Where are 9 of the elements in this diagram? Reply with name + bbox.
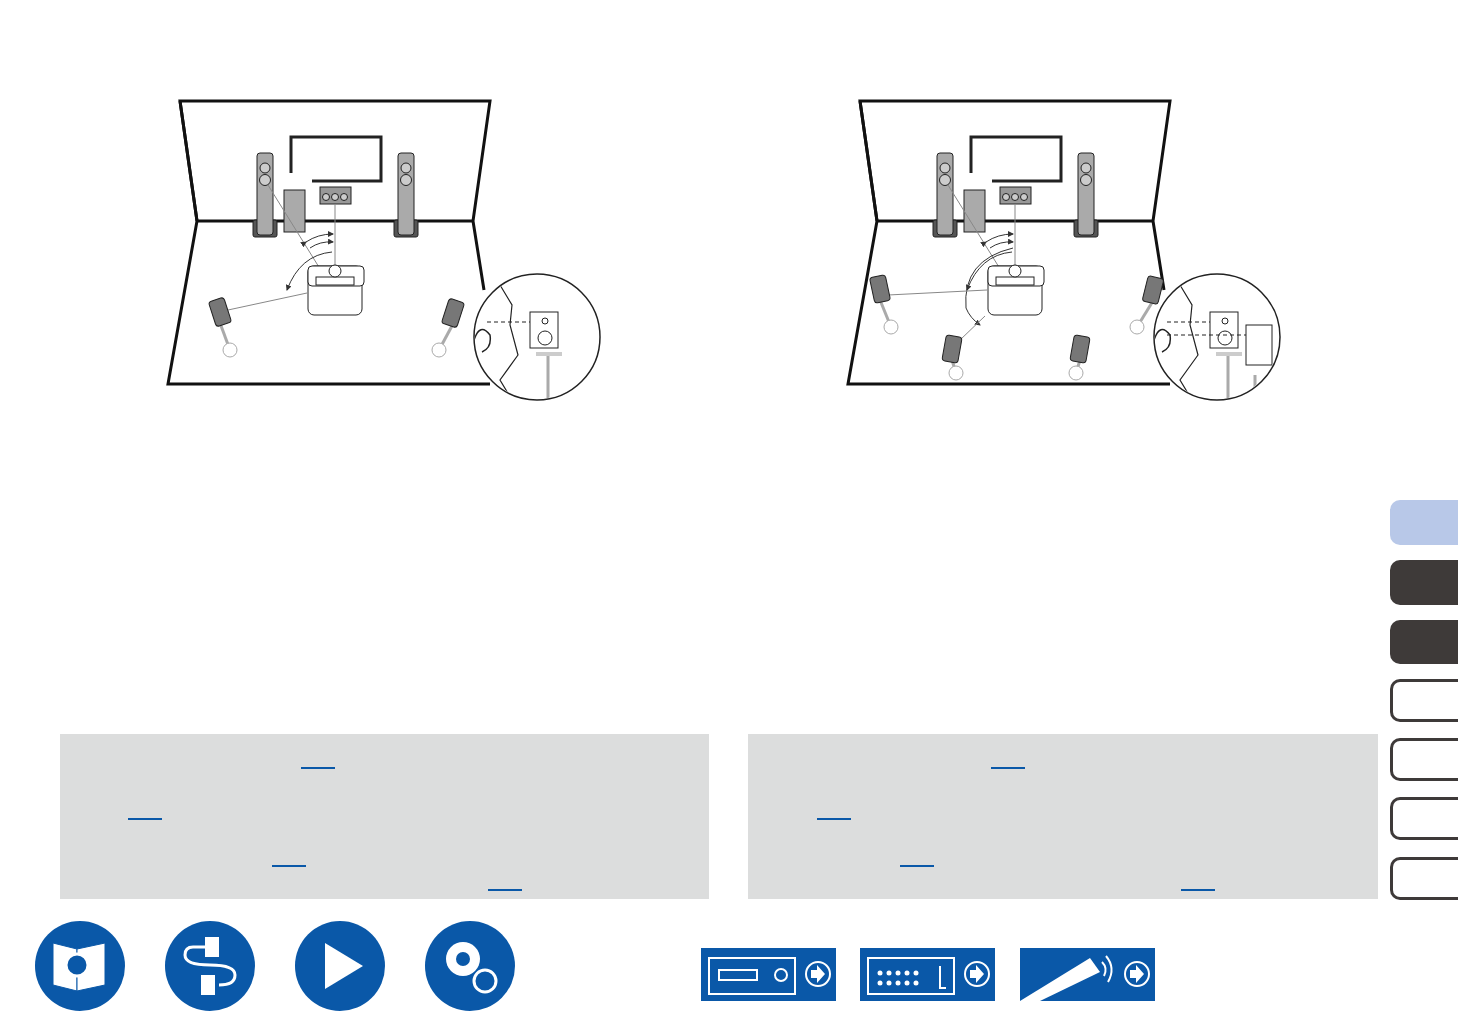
side-tab [1390, 797, 1458, 840]
side-tab [1390, 500, 1458, 545]
note-panel [748, 734, 1378, 899]
side-tab [1390, 620, 1458, 664]
note-panel [60, 734, 709, 899]
side-tab [1390, 857, 1458, 900]
side-tab [1390, 560, 1458, 605]
side-tab [1390, 679, 1458, 722]
side-tab [1390, 738, 1458, 781]
